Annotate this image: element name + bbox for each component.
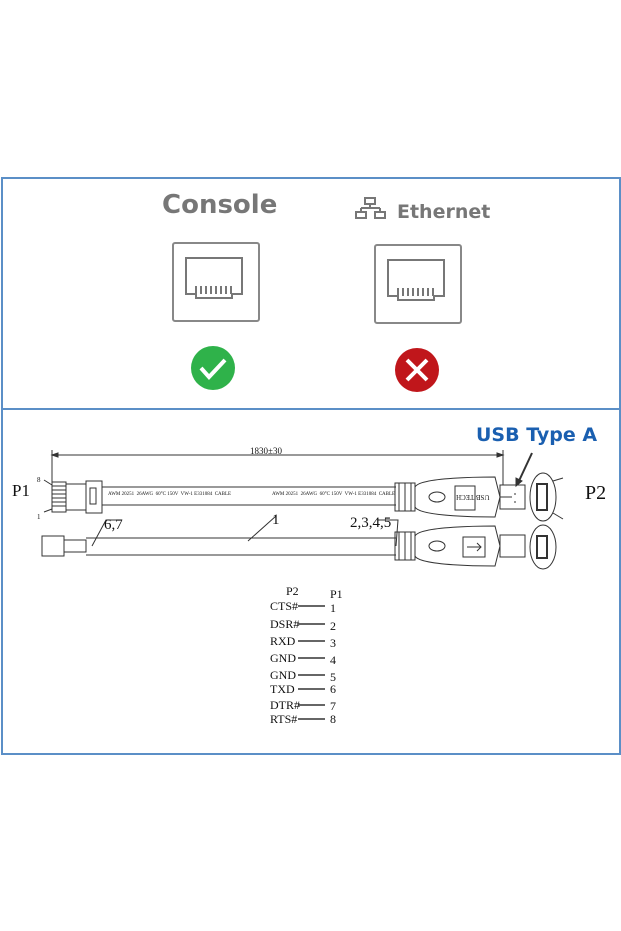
ethernet-title: Ethernet	[397, 201, 491, 223]
callout-6-7: 6,7	[104, 517, 123, 533]
cable-print: AWM 20251 26AWG 60°C 150V VW-1 E331084 C…	[272, 492, 396, 497]
pinout-p2: GND	[270, 668, 296, 682]
pinout-p2: DTR#	[270, 698, 300, 712]
pinout-p2: RXD	[270, 634, 296, 648]
pinout-p1: 8	[330, 712, 336, 726]
length-dimension: 1830±30	[250, 446, 282, 456]
callout-2-3-4-5: 2,3,4,5	[350, 515, 392, 531]
pinout-p1: 6	[330, 682, 336, 696]
pin-1-label: 1	[37, 513, 41, 521]
pinout-p2: TXD	[270, 682, 295, 696]
p1-label: P1	[12, 481, 30, 500]
pinout-p1: 7	[330, 699, 336, 713]
pinout-p1: 4	[330, 653, 336, 667]
usb-molding-text: USB TECH	[456, 493, 490, 501]
cable-print: AWM 20251 26AWG 60°C 150V VW-1 E331084 C…	[108, 492, 232, 497]
pinout-p2: RTS#	[270, 712, 298, 726]
pinout-p1: 5	[330, 670, 336, 684]
rj45-port-icon	[185, 257, 445, 301]
section-divider	[1, 408, 619, 410]
pinout-p2: DSR#	[270, 617, 300, 631]
pinout-p2: CTS#	[270, 599, 299, 613]
usb-type-a-label: USB Type A	[476, 424, 598, 446]
p2-label: P2	[585, 482, 607, 504]
pinout-p1: 2	[330, 619, 336, 633]
pinout-p1: 3	[330, 636, 336, 650]
diagram-frame	[1, 177, 621, 755]
pin-8-label: 8	[37, 476, 41, 484]
callout-1: 1	[272, 512, 280, 528]
check-icon	[191, 346, 235, 390]
pinout-p1: 1	[330, 601, 336, 615]
console-title: Console	[162, 190, 278, 220]
pinout-p2: GND	[270, 651, 296, 665]
pinout-header-p1: P1	[330, 587, 343, 601]
pinout-header-p2: P2	[286, 584, 299, 598]
